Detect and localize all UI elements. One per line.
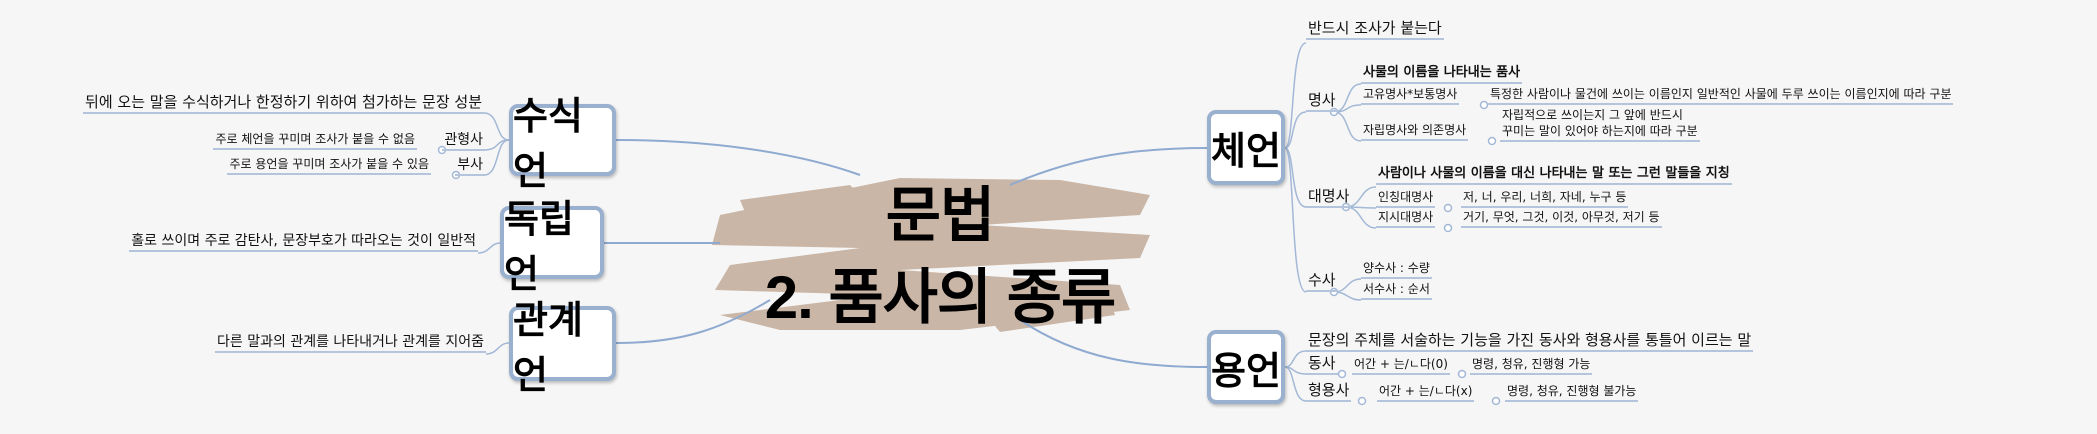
gwanhyeongsa-desc: 주로 체언을 꾸미며 조사가 붙을 수 없음 bbox=[213, 132, 417, 150]
node-yongeon[interactable]: 용언 bbox=[1207, 330, 1285, 404]
independent-noun-desc-1: 자립적으로 쓰이는지 그 앞에 반드시 bbox=[1502, 108, 1683, 122]
demonstrative-pronoun-label: 지시대명사 bbox=[1376, 210, 1436, 228]
busa-label: 부사 bbox=[455, 157, 485, 177]
susigeon-desc: 뒤에 오는 말을 수식하거나 한정하기 위하여 첨가하는 문장 성분 bbox=[83, 93, 484, 115]
susa-label: 수사 bbox=[1306, 271, 1338, 293]
dongsa-desc: 명령, 청유, 진행형 가능 bbox=[1470, 357, 1593, 375]
cardinal-numeral: 양수사 : 수량 bbox=[1361, 261, 1432, 279]
node-cheeon[interactable]: 체언 bbox=[1207, 110, 1285, 185]
demonstrative-pronoun-desc: 거기, 무엇, 그것, 이것, 아무것, 저기 등 bbox=[1461, 210, 1662, 228]
gwangyeeon-desc: 다른 말과의 관계를 나타내거나 관계를 지어줌 bbox=[215, 334, 486, 354]
proper-noun-desc: 특정한 사람이나 물건에 쓰이는 이름인지 일반적인 사물에 두루 쓰이는 이름… bbox=[1488, 87, 1954, 105]
center-title-line1: 문법 bbox=[885, 182, 995, 249]
myeongsa-desc: 사물의 이름을 나타내는 품사 bbox=[1361, 65, 1523, 84]
yongeon-desc: 문장의 주체를 서술하는 기능을 가진 동사와 형용사를 통틀어 이르는 말 bbox=[1306, 331, 1754, 353]
personal-pronoun-label: 인칭대명사 bbox=[1376, 190, 1436, 208]
node-dongnibeon[interactable]: 독립언 bbox=[500, 197, 604, 296]
busa-desc: 주로 용언을 꾸미며 조사가 붙을 수 있음 bbox=[227, 157, 431, 175]
hyeongyongsa-label: 형용사 bbox=[1306, 381, 1352, 403]
hyeongyongsa-rule: 어간 + 는/ㄴ다(x) bbox=[1377, 384, 1475, 402]
brush-stroke-background bbox=[712, 178, 1150, 332]
center-title-line2: 2. 품사의 종류 bbox=[764, 264, 1116, 331]
daemyeongsa-desc: 사람이나 사물의 이름을 대신 나타내는 말 또는 그런 말들을 지칭 bbox=[1376, 166, 1732, 185]
ordinal-numeral: 서수사 : 순서 bbox=[1361, 282, 1432, 300]
independent-noun-desc-2: 꾸미는 말이 있어야 하는지에 따라 구분 bbox=[1500, 124, 1700, 142]
personal-pronoun-desc: 저, 너, 우리, 너희, 자네, 누구 등 bbox=[1461, 190, 1629, 208]
dongsa-rule: 어간 + 는/ㄴ다(0) bbox=[1352, 357, 1450, 375]
node-gwangyeeon[interactable]: 관계언 bbox=[509, 298, 616, 397]
cheeon-desc: 반드시 조사가 붙는다 bbox=[1306, 19, 1444, 41]
daemyeongsa-label: 대명사 bbox=[1306, 187, 1352, 209]
node-susigeon[interactable]: 수식언 bbox=[509, 94, 616, 193]
independent-noun-label: 자립명사와 의존명사 bbox=[1361, 123, 1469, 141]
gwanhyeongsa-label: 관형사 bbox=[442, 132, 485, 152]
dongnibeon-desc: 홀로 쓰이며 주로 감탄사, 문장부호가 따라오는 것이 일반적 bbox=[129, 233, 478, 253]
dongsa-label: 동사 bbox=[1306, 354, 1338, 376]
myeongsa-label: 명사 bbox=[1306, 91, 1338, 113]
proper-noun-label: 고유명사*보통명사 bbox=[1361, 87, 1460, 105]
hyeongyongsa-desc: 명령, 청유, 진행형 불가능 bbox=[1505, 384, 1639, 402]
